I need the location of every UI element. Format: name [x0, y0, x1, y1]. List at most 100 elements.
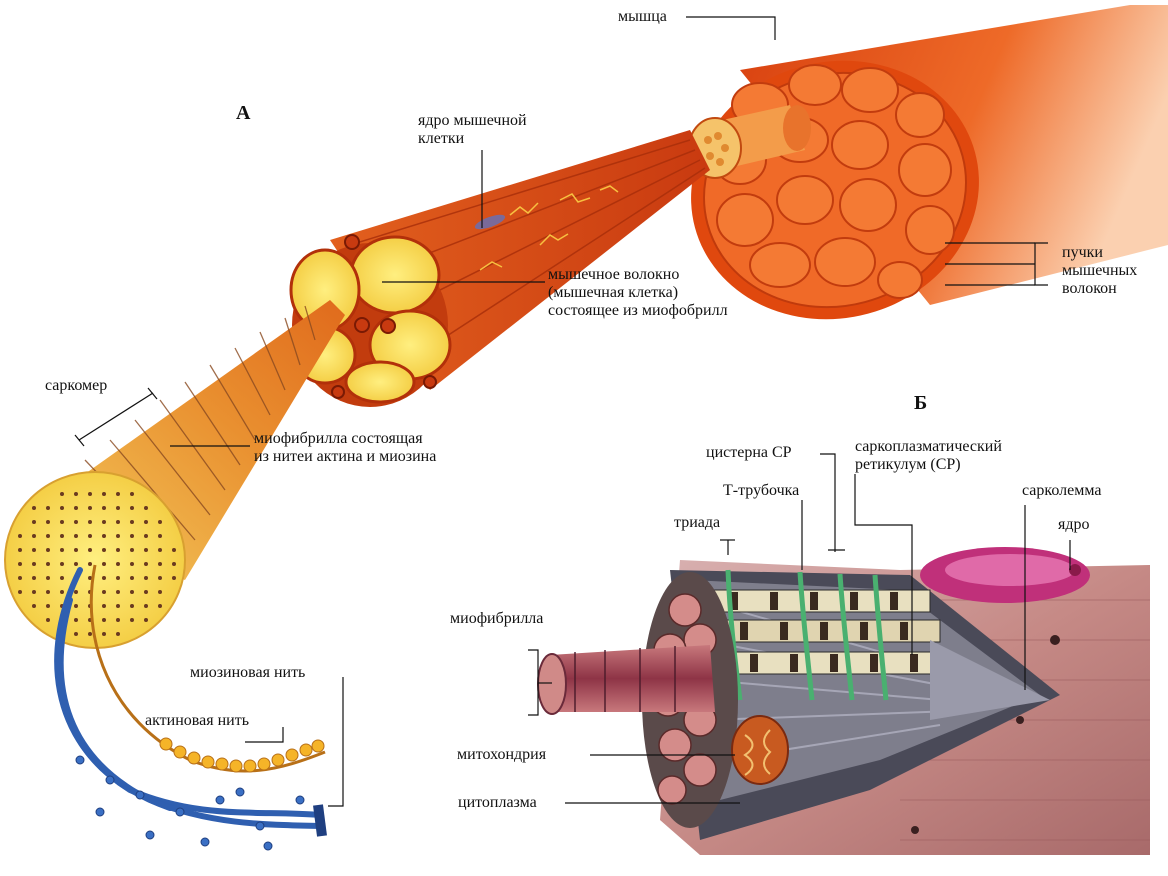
fibril-dot — [130, 562, 134, 566]
fibril-dot — [74, 534, 78, 538]
fibril-dot — [18, 548, 22, 552]
label-myofibril-b: миофибрилла — [450, 610, 544, 627]
fibril-dot — [130, 604, 134, 608]
fibril-dot — [102, 548, 106, 552]
fibril-dot — [32, 604, 36, 608]
fibril-dot — [74, 590, 78, 594]
fiber-bundle-illustration — [289, 130, 710, 407]
fibril-dot — [116, 576, 120, 580]
fibril-dot — [46, 562, 50, 566]
fibril-dot — [144, 506, 148, 510]
fibril-dot — [60, 520, 64, 524]
fibril-dot — [74, 562, 78, 566]
fibril-dot — [158, 520, 162, 524]
panel-b-letter: Б — [914, 392, 928, 414]
fibril-dot — [102, 632, 106, 636]
cell-cutaway-illustration — [537, 547, 1150, 855]
fibril-dot — [130, 506, 134, 510]
fibril-dot — [144, 534, 148, 538]
label-nucleus-line1: ядро мышечной — [418, 112, 527, 129]
fibril-dot — [102, 492, 106, 496]
fibril-dot — [102, 520, 106, 524]
fibril-dot — [102, 576, 106, 580]
fibril-dot — [116, 632, 120, 636]
fibril-dot — [46, 548, 50, 552]
label-triad: триада — [674, 514, 721, 531]
fibril-dot — [144, 604, 148, 608]
fibril-dot — [116, 492, 120, 496]
fibril-dot — [74, 506, 78, 510]
fibril-dot — [116, 590, 120, 594]
fibril-dot — [102, 562, 106, 566]
fibril-dot — [116, 520, 120, 524]
fibril-dot — [144, 562, 148, 566]
fibril-dot — [32, 576, 36, 580]
fibril-dot — [158, 576, 162, 580]
fibril-dot — [74, 604, 78, 608]
fibril-dot — [32, 520, 36, 524]
fibril-dot — [18, 562, 22, 566]
label-actin: актиновая нить — [145, 712, 249, 729]
fibril-dot — [60, 548, 64, 552]
fibril-dot — [46, 506, 50, 510]
fibril-dot — [46, 618, 50, 622]
label-sarcolemma: сарколемма — [1022, 482, 1102, 499]
fibril-dot — [116, 506, 120, 510]
fibril-dot — [172, 562, 176, 566]
label-fiber-line2: (мышечная клетка) — [548, 284, 679, 301]
label-myosin: миозиновая нить — [190, 664, 306, 681]
label-cell-nucleus: ядро — [1058, 516, 1090, 533]
label-nucleus-line2: клетки — [418, 130, 465, 147]
fibril-dot — [158, 562, 162, 566]
fibril-dot — [46, 604, 50, 608]
fibril-dot — [60, 590, 64, 594]
fibril-dot — [60, 492, 64, 496]
fibril-dot — [158, 604, 162, 608]
label-myofibril-line2: из нитеи актина и миозина — [254, 448, 437, 465]
label-cytoplasm: цитоплазма — [458, 794, 537, 811]
fibril-dot — [144, 576, 148, 580]
fibril-dot — [130, 520, 134, 524]
fibril-dot — [32, 534, 36, 538]
fibril-dot — [158, 590, 162, 594]
label-mitochondrion: митохондрия — [457, 746, 547, 763]
fibril-dot — [46, 520, 50, 524]
fibril-dot — [88, 576, 92, 580]
fibril-dot — [88, 534, 92, 538]
fibril-dot — [60, 506, 64, 510]
fibril-dot — [18, 590, 22, 594]
label-bundles-line1: пучки — [1062, 244, 1103, 261]
fibril-dot — [158, 534, 162, 538]
fibril-dot — [102, 506, 106, 510]
fibril-dot — [172, 576, 176, 580]
label-ttubule: Т-трубочка — [723, 482, 800, 499]
fibril-dot — [144, 590, 148, 594]
fibril-dot — [102, 618, 106, 622]
fibril-dot — [74, 520, 78, 524]
fibril-dot — [74, 492, 78, 496]
fibril-dot — [32, 562, 36, 566]
label-sarcomere: саркомер — [45, 377, 108, 394]
fibril-dot — [116, 534, 120, 538]
fibril-dot — [18, 534, 22, 538]
label-sr-line2: ретикулум (СР) — [855, 456, 961, 473]
fibril-dot — [158, 548, 162, 552]
fibril-dot — [116, 618, 120, 622]
label-cistern: цистерна СР — [706, 444, 792, 461]
fibril-dot — [46, 590, 50, 594]
fibril-dot — [130, 618, 134, 622]
fibril-dot — [102, 604, 106, 608]
fibril-dot — [144, 520, 148, 524]
fibril-dot — [130, 534, 134, 538]
fibril-dot — [46, 534, 50, 538]
label-bundles-line2: мышечных — [1062, 262, 1138, 279]
fibril-dot — [18, 576, 22, 580]
label-muscle: мышца — [618, 8, 667, 25]
fibril-dot — [32, 590, 36, 594]
fibril-dot — [74, 618, 78, 622]
fibril-dot — [144, 618, 148, 622]
fibril-dot — [46, 576, 50, 580]
fibril-dot — [130, 576, 134, 580]
fibril-dot — [116, 562, 120, 566]
